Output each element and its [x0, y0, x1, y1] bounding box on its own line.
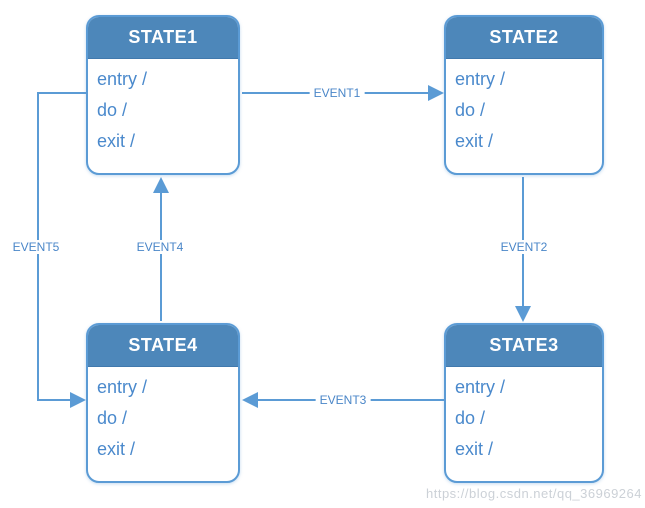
state2-title: STATE2 [446, 17, 602, 59]
state1-exit-action: exit / [97, 131, 136, 151]
state3-entry-action: entry / [455, 377, 506, 397]
watermark-text: https://blog.csdn.net/qq_36969264 [426, 486, 642, 501]
transition-event4-arrowhead-icon [153, 177, 169, 193]
state4-do-action: do / [97, 408, 128, 428]
state2-do-action: do / [455, 100, 486, 120]
state1-do-action: do / [97, 100, 128, 120]
state3-body: entry / do / exit / [446, 367, 602, 465]
state4-title: STATE4 [88, 325, 238, 367]
state3-exit-action: exit / [455, 439, 494, 459]
transition-label-event2: EVENT2 [496, 240, 552, 254]
transition-event5-arrowhead-icon [70, 392, 86, 408]
state3-do-action: do / [455, 408, 486, 428]
state-node-state3: STATE3 entry / do / exit / [444, 323, 604, 483]
state3-title: STATE3 [446, 325, 602, 367]
state2-exit-action: exit / [455, 131, 494, 151]
state4-body: entry / do / exit / [88, 367, 238, 465]
transition-label-event3: EVENT3 [315, 393, 371, 407]
transition-label-event1: EVENT1 [309, 86, 365, 100]
state1-body: entry / do / exit / [88, 59, 238, 157]
state4-exit-action: exit / [97, 439, 136, 459]
state4-entry-action: entry / [97, 377, 148, 397]
state-node-state2: STATE2 entry / do / exit / [444, 15, 604, 175]
transition-event1-arrowhead-icon [428, 85, 444, 101]
transition-label-event5: EVENT5 [8, 240, 64, 254]
state-node-state4: STATE4 entry / do / exit / [86, 323, 240, 483]
state1-entry-action: entry / [97, 69, 148, 89]
state-node-state1: STATE1 entry / do / exit / [86, 15, 240, 175]
transition-event2-arrowhead-icon [515, 306, 531, 322]
state2-entry-action: entry / [455, 69, 506, 89]
state2-body: entry / do / exit / [446, 59, 602, 157]
transition-label-event4: EVENT4 [132, 240, 188, 254]
transition-event3-arrowhead-icon [242, 392, 258, 408]
state1-title: STATE1 [88, 17, 238, 59]
